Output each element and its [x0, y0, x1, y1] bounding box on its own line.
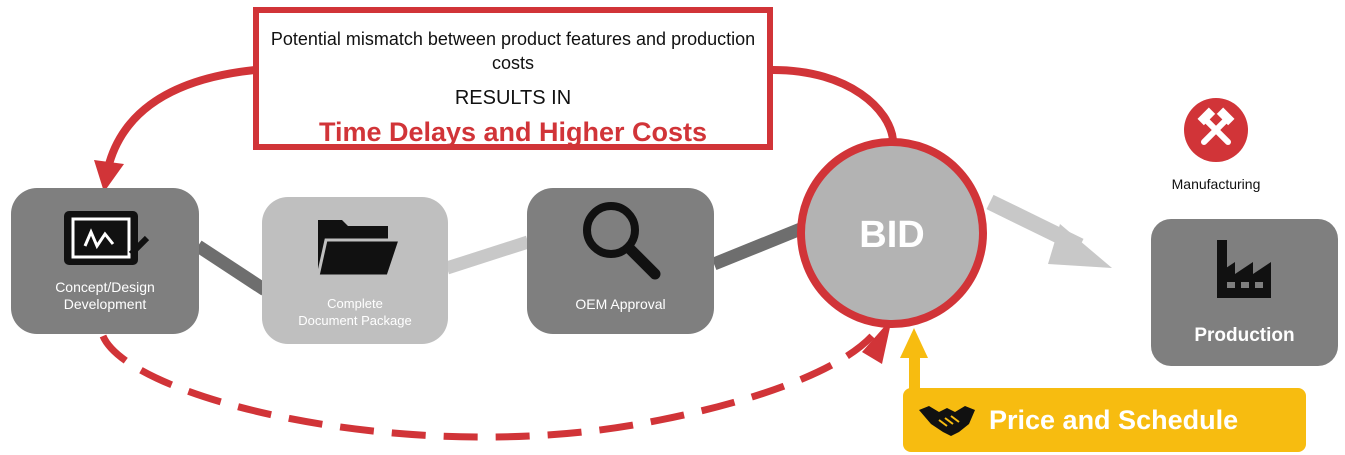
arrow-bid-production-head — [1048, 224, 1112, 268]
manufacturing-label: Manufacturing — [1171, 176, 1261, 192]
dashed-path-arrow — [99, 333, 875, 441]
connector-concept-document — [194, 240, 269, 296]
magnifier-icon — [583, 202, 661, 280]
bid-node: BID — [797, 138, 987, 328]
arrow-price-bid-shaft — [909, 354, 920, 390]
price-schedule-banner: Price and Schedule — [903, 388, 1306, 452]
callout-line2: RESULTS IN — [454, 87, 572, 109]
oem-label: OEM Approval — [575, 296, 666, 312]
connector-oem-bid — [711, 221, 806, 271]
step-production: Production — [1151, 219, 1338, 366]
price-label: Price and Schedule — [989, 405, 1239, 435]
arrow-price-bid-head — [900, 328, 928, 358]
document-label-line2: Document Package — [298, 313, 412, 328]
feedback-arrow-solid — [104, 66, 256, 169]
manufacturing-badge — [1184, 98, 1248, 162]
step-oem-approval: OEM Approval — [527, 188, 714, 334]
production-label: Production — [1194, 325, 1295, 346]
bid-label: BID — [859, 214, 925, 256]
callout-line1: Potential mismatch between product featu… — [270, 29, 756, 73]
concept-label-line2: Development — [63, 296, 147, 312]
concept-label-line1: Concept/Design — [55, 279, 155, 295]
feedback-arrowhead — [94, 160, 124, 192]
step-document-package: Complete Document Package — [262, 197, 448, 344]
step-concept-design: Concept/Design Development — [11, 188, 199, 334]
callout-line3: Time Delays and Higher Costs — [318, 117, 708, 147]
connector-document-oem — [445, 235, 530, 275]
mismatch-callout: Potential mismatch between product featu… — [253, 7, 773, 150]
dashed-arrowhead — [862, 318, 892, 364]
factory-icon — [1217, 240, 1271, 298]
document-label-line1: Complete — [327, 296, 383, 311]
hammers-icon — [1197, 107, 1235, 145]
folder-icon — [316, 220, 402, 278]
handshake-icon — [919, 406, 975, 436]
callout-tail — [772, 66, 897, 141]
tablet-sketch-icon — [64, 211, 150, 265]
